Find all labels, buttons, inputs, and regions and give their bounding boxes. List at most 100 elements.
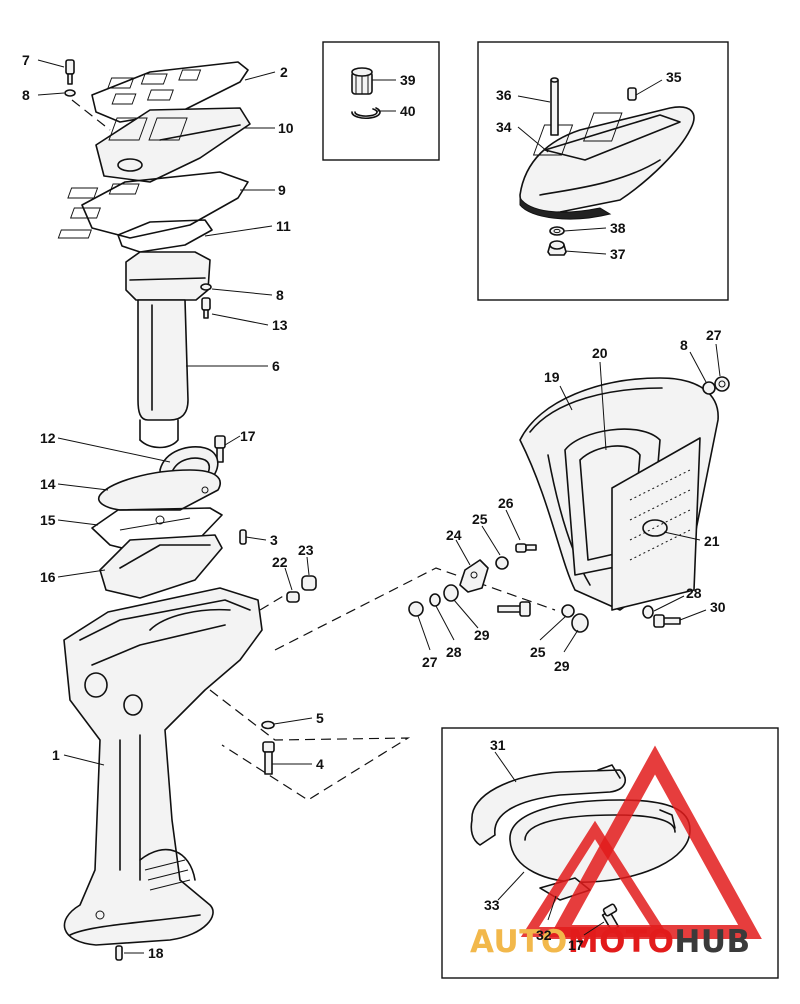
part-28-washer-right xyxy=(642,605,654,619)
part-21-panel xyxy=(611,437,701,611)
callout-27-left: 27 xyxy=(422,654,438,670)
callout-28-left: 28 xyxy=(446,644,462,660)
part-14-plate xyxy=(98,469,221,511)
callout-33: 33 xyxy=(484,897,500,913)
callout-39: 39 xyxy=(400,72,416,88)
part-28-washer-left xyxy=(429,593,441,607)
callout-17-lower: 17 xyxy=(568,937,584,953)
callout-29-left: 29 xyxy=(474,627,490,643)
callout-27-right: 27 xyxy=(706,327,722,343)
callout-22: 22 xyxy=(272,554,288,570)
part-18-pin xyxy=(115,945,123,961)
part-25-washer-upper xyxy=(495,556,509,570)
part-5-washer xyxy=(261,720,275,730)
callouts: 7 8 2 10 9 11 8 13 6 12 17 14 15 xyxy=(22,52,726,961)
watermark-logo: AUTOMOTOHUB xyxy=(470,745,762,960)
callout-24: 24 xyxy=(446,527,462,543)
part-1-driveshaft-housing xyxy=(63,587,263,946)
part-2-gasket xyxy=(91,61,249,123)
callout-15: 15 xyxy=(40,512,56,528)
guide-line-shaft xyxy=(259,591,291,611)
callout-31: 31 xyxy=(490,737,506,753)
callout-25-lower: 25 xyxy=(530,644,546,660)
part-8-washer-mid xyxy=(200,283,212,291)
callout-7: 7 xyxy=(22,52,30,68)
callout-8-top: 8 xyxy=(22,87,30,103)
callout-11: 11 xyxy=(276,218,291,234)
part-8-washer-top xyxy=(64,89,76,97)
watermark-text-auto: AUTO xyxy=(470,924,568,960)
callout-28-right: 28 xyxy=(686,585,702,601)
callout-3: 3 xyxy=(270,532,278,548)
watermark-text-hub: HUB xyxy=(674,924,750,960)
callout-29-right: 29 xyxy=(554,658,570,674)
part-40-snap-ring xyxy=(351,107,381,119)
callout-13: 13 xyxy=(272,317,288,333)
guide-line-bracket xyxy=(274,567,556,651)
callout-8-mid: 8 xyxy=(276,287,284,303)
part-6-driveshaft-housing xyxy=(125,251,211,449)
callout-8-right: 8 xyxy=(680,337,688,353)
callout-38: 38 xyxy=(610,220,626,236)
callout-9: 9 xyxy=(278,182,286,198)
part-31-shield-upper xyxy=(470,764,626,846)
part-bolt-horizontal xyxy=(497,601,531,617)
callout-37: 37 xyxy=(610,246,626,262)
callout-14: 14 xyxy=(40,476,56,492)
callout-34: 34 xyxy=(496,119,512,135)
watermark-text-moto: MOTO xyxy=(568,924,675,960)
callout-5: 5 xyxy=(316,710,324,726)
callout-40: 40 xyxy=(400,103,416,119)
part-34-adapter-plate xyxy=(519,106,695,220)
part-10-plate xyxy=(95,107,251,183)
part-15-gasket xyxy=(91,507,223,556)
part-11-gasket xyxy=(57,219,213,253)
callout-20: 20 xyxy=(592,345,608,361)
callout-32: 32 xyxy=(536,927,552,943)
callout-21: 21 xyxy=(704,533,720,549)
watermark-triangle-inner xyxy=(520,820,670,937)
svg-text:AUTOMOTOHUB: AUTOMOTOHUB xyxy=(470,924,751,960)
callout-30: 30 xyxy=(710,599,726,615)
part-29-grommet-right xyxy=(571,613,589,633)
callout-26: 26 xyxy=(498,495,514,511)
part-35-dowel xyxy=(627,87,637,101)
part-16-plate xyxy=(99,534,223,599)
part-17-screw-upper xyxy=(214,435,226,463)
inset-box-31-33 xyxy=(441,727,779,979)
part-38-washer xyxy=(549,226,565,236)
part-23-cap xyxy=(301,575,317,591)
guide-line-7 xyxy=(71,99,111,131)
callout-10: 10 xyxy=(278,120,294,136)
part-22-grommet xyxy=(286,591,300,603)
callout-6: 6 xyxy=(272,358,280,374)
callout-25-upper: 25 xyxy=(472,511,488,527)
part-36-stud xyxy=(550,77,559,136)
part-27-nut-left xyxy=(408,601,424,617)
callout-4: 4 xyxy=(316,756,324,772)
part-13-screw xyxy=(201,297,211,319)
callout-36: 36 xyxy=(496,87,512,103)
callout-35: 35 xyxy=(666,69,682,85)
callout-17-upper: 17 xyxy=(240,428,256,444)
part-4-screw xyxy=(262,741,275,775)
inset-box-39-40 xyxy=(322,41,440,161)
part-9-gasket xyxy=(67,171,249,239)
part-3-dowel-pin xyxy=(239,529,247,545)
part-27-nut-right xyxy=(714,376,730,392)
callout-16: 16 xyxy=(40,569,56,585)
inset-box-34-38 xyxy=(477,41,729,301)
callout-23: 23 xyxy=(298,542,314,558)
callout-19: 19 xyxy=(544,369,560,385)
part-7-screw xyxy=(65,59,75,85)
part-26-bolt xyxy=(515,543,537,553)
part-30-screw xyxy=(653,614,681,628)
part-25-washer-lower xyxy=(561,604,575,618)
guide-line-housing xyxy=(209,689,411,801)
part-39-spline-nut xyxy=(351,67,373,95)
part-29-grommet-left xyxy=(443,584,459,602)
part-24-bracket xyxy=(459,559,489,593)
callout-1: 1 xyxy=(52,747,60,763)
part-37-nut xyxy=(547,240,567,256)
